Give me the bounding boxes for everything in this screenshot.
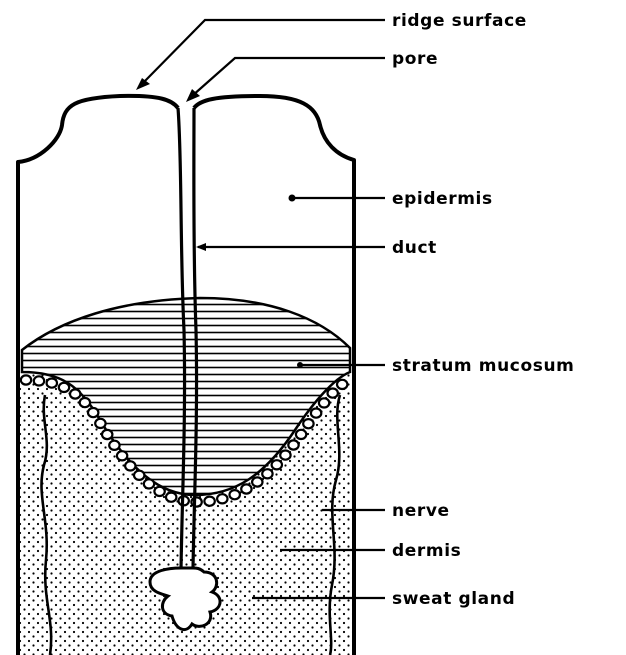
- basal-cell: [296, 430, 306, 439]
- basal-cell: [303, 419, 313, 428]
- basal-cell: [134, 471, 144, 480]
- label-pore: pore: [392, 49, 438, 69]
- basal-cell: [166, 493, 176, 502]
- basal-cell: [21, 375, 31, 384]
- basal-cell: [144, 479, 154, 488]
- basal-cell: [109, 441, 119, 450]
- basal-cell: [204, 497, 214, 506]
- basal-cell: [80, 398, 90, 407]
- basal-cell: [88, 408, 98, 417]
- basal-cell: [262, 469, 272, 478]
- basal-cell: [230, 490, 240, 499]
- label-nerve: nerve: [392, 501, 450, 521]
- basal-cell: [154, 487, 164, 496]
- basal-cell: [70, 389, 80, 398]
- label-epidermis: epidermis: [392, 189, 493, 209]
- basal-cell: [337, 380, 347, 389]
- label-dermis: dermis: [392, 541, 461, 561]
- basal-cell: [102, 430, 112, 439]
- basal-cell: [288, 440, 298, 449]
- label-sweat-gland: sweat gland: [392, 589, 515, 609]
- basal-cell: [125, 461, 135, 470]
- basal-cell: [328, 389, 338, 398]
- label-ridge-surface: ridge surface: [392, 11, 527, 31]
- basal-cell: [47, 379, 57, 388]
- basal-cell: [95, 419, 105, 428]
- basal-cell: [272, 460, 282, 469]
- basal-cell: [59, 383, 69, 392]
- label-duct: duct: [392, 238, 437, 258]
- basal-cell: [319, 398, 329, 407]
- basal-cell: [311, 409, 321, 418]
- basal-cell: [241, 484, 251, 493]
- basal-cell: [34, 376, 44, 385]
- basal-cell: [280, 451, 290, 460]
- label-stratum-mucosum: stratum mucosum: [392, 356, 574, 376]
- basal-cell: [117, 451, 127, 460]
- basal-cell: [217, 494, 227, 503]
- basal-cell: [252, 477, 262, 486]
